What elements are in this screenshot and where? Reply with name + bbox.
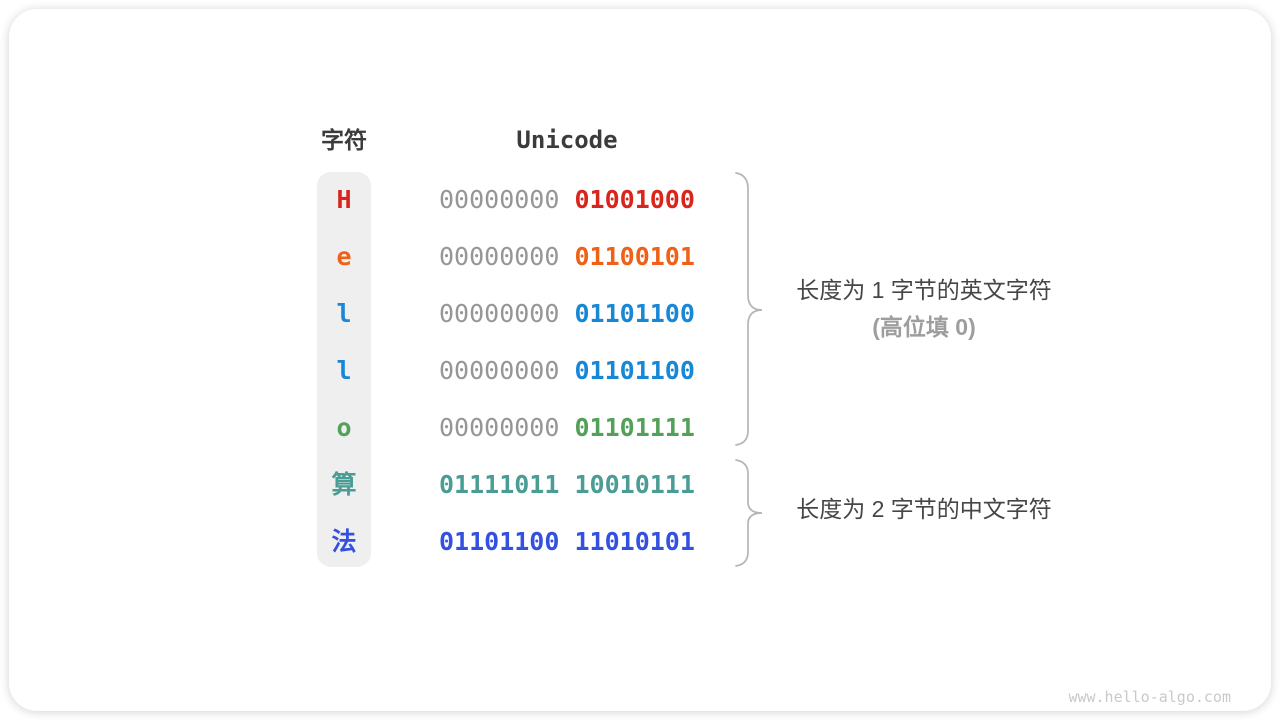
high-byte: 00000000 — [439, 242, 560, 271]
high-byte: 01111011 — [439, 470, 560, 499]
char-cell: H — [336, 185, 352, 214]
binary-code: 01101100 11010101 — [439, 527, 695, 557]
low-byte: 10010111 — [574, 470, 695, 499]
low-byte: 11010101 — [574, 527, 695, 556]
char-column-header: 字符 — [321, 127, 367, 153]
high-byte: 00000000 — [439, 185, 560, 214]
binary-code: 00000000 01100101 — [439, 242, 695, 272]
high-byte: 00000000 — [439, 299, 560, 328]
brace-english-group — [735, 172, 763, 446]
low-byte: 01100101 — [574, 242, 695, 271]
brace-path — [735, 459, 763, 567]
binary-code: 00000000 01101111 — [439, 413, 695, 443]
watermark-url: www.hello-algo.com — [1068, 688, 1231, 706]
low-byte: 01101100 — [574, 356, 695, 385]
char-cell: 法 — [331, 527, 357, 556]
annotation-english-line2: (高位填 0) — [872, 314, 976, 340]
char-cell: e — [336, 242, 352, 271]
annotation-chinese-line1: 长度为 2 字节的中文字符 — [796, 496, 1052, 522]
char-column-background — [317, 172, 371, 567]
high-byte: 00000000 — [439, 413, 560, 442]
high-byte: 01101100 — [439, 527, 560, 556]
annotation-english-line1: 长度为 1 字节的英文字符 — [796, 277, 1052, 303]
binary-code: 00000000 01001000 — [439, 185, 695, 215]
low-byte: 01001000 — [574, 185, 695, 214]
unicode-column-header: Unicode — [516, 126, 618, 154]
char-cell: l — [336, 356, 352, 385]
char-cell: l — [336, 299, 352, 328]
high-byte: 00000000 — [439, 356, 560, 385]
low-byte: 01101100 — [574, 299, 695, 328]
diagram-card: 字符 Unicode H 00000000 01001000 e 00000000 0… — [9, 9, 1271, 711]
binary-code: 00000000 01101100 — [439, 299, 695, 329]
char-cell: 算 — [331, 470, 357, 499]
binary-code: 01111011 10010111 — [439, 470, 695, 500]
binary-code: 00000000 01101100 — [439, 356, 695, 386]
brace-chinese-group — [735, 459, 763, 567]
char-cell: o — [336, 413, 352, 442]
low-byte: 01101111 — [574, 413, 695, 442]
brace-path — [735, 172, 763, 446]
